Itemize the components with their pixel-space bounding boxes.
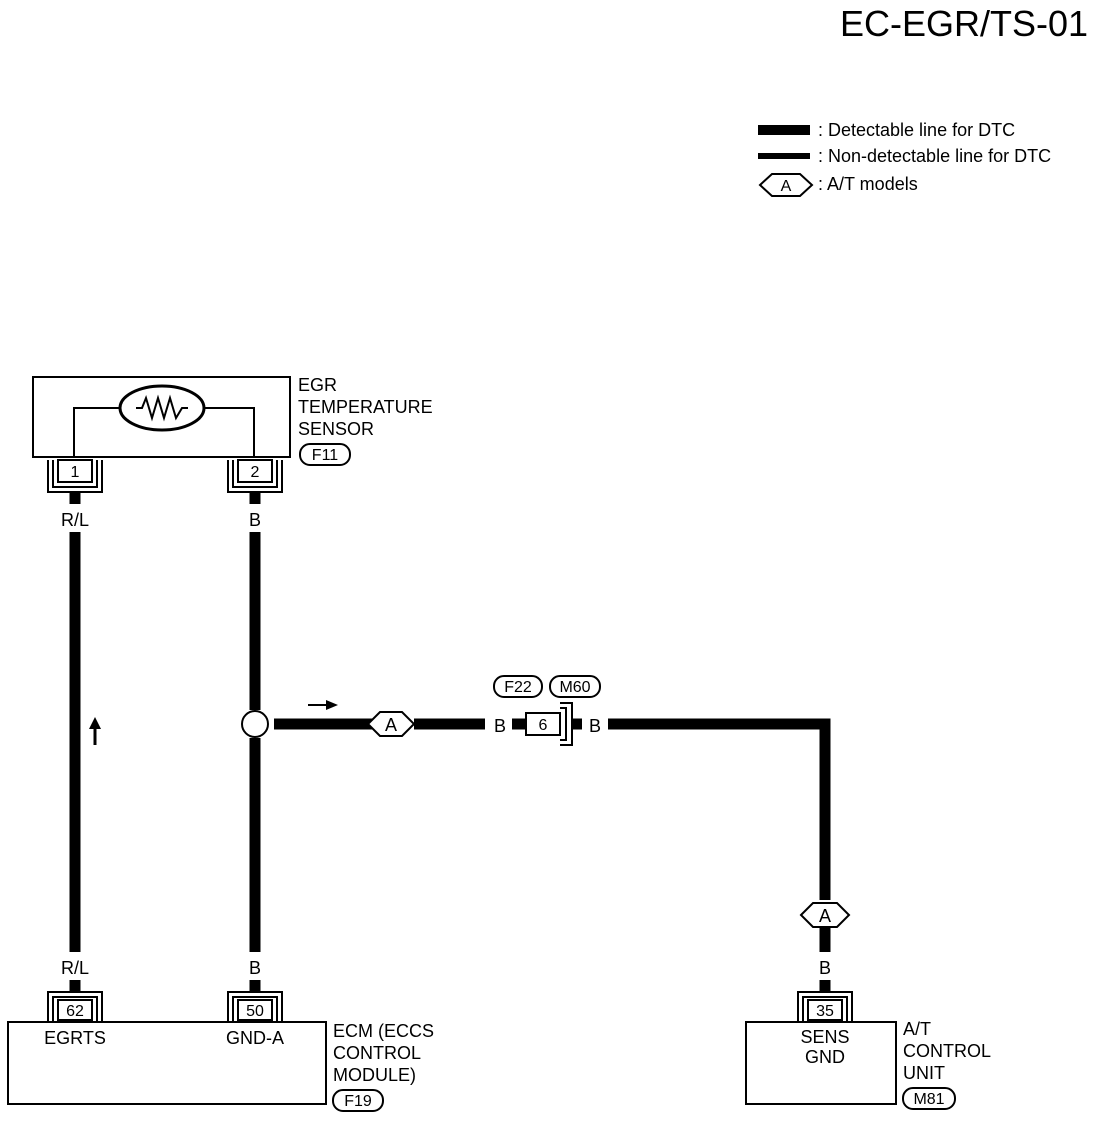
sensor-name-line3: SENSOR	[298, 419, 374, 439]
resistor-zigzag-icon	[136, 394, 188, 422]
ecm-pin50-box	[237, 999, 273, 1021]
ecm-connector-badge	[332, 1089, 384, 1112]
splice-point	[241, 710, 269, 738]
ecm-pin50-bracket-outer	[227, 991, 283, 1022]
at-pin35-bracket-inner	[802, 996, 848, 1022]
ecm-pin62-bracket-inner	[52, 996, 98, 1022]
at-control-unit: 35 SENS GND A/T CONTROL UNIT M81	[745, 991, 991, 1110]
pin1-box	[57, 459, 93, 483]
ecm-terminal-egrts: EGRTS	[44, 1028, 106, 1048]
wiring: R/L B A B F22 M60 6 B A	[61, 492, 851, 992]
at-pin35-box	[807, 999, 843, 1021]
ecm-pin62-box	[57, 999, 93, 1021]
at-unit-name-line2: CONTROL	[903, 1041, 991, 1061]
wire1-color-top: R/L	[61, 510, 89, 530]
branch-color-left: B	[494, 716, 506, 736]
legend-detectable-line	[758, 125, 810, 135]
pin2-box	[237, 459, 273, 483]
sensor-connector-badge	[299, 443, 351, 466]
egr-temperature-sensor: EGR TEMPERATURE SENSOR F11 1 2	[32, 375, 433, 493]
at-marker-unit-letter: A	[819, 906, 831, 926]
at-unit-name-line1: A/T	[903, 1019, 931, 1039]
ecm-module: 62 50 EGRTS GND-A ECM (ECCS CONTROL MODU…	[7, 991, 434, 1112]
ecm-box	[7, 1021, 327, 1105]
ecm-name-line1: ECM (ECCS	[333, 1021, 434, 1041]
sensor-name-line2: TEMPERATURE	[298, 397, 433, 417]
ecm-name-line2: CONTROL	[333, 1043, 421, 1063]
wire1-color-bottom: R/L	[61, 958, 89, 978]
at-unit-name-line3: UNIT	[903, 1063, 945, 1083]
wire2-color-top: B	[249, 510, 261, 530]
pin2-bracket-inner	[232, 460, 278, 488]
at-unit-connector-badge	[902, 1087, 956, 1110]
sensor-name-line1: EGR	[298, 375, 337, 395]
branch-wire-to-at	[608, 718, 831, 900]
page-title: EC-EGR/TS-01	[840, 3, 1088, 44]
current-arrow-right-icon	[326, 700, 338, 710]
sensor-internal-wire-left	[73, 407, 120, 457]
junction-connector-b-badge	[549, 675, 601, 698]
junction-connector-a-badge	[493, 675, 543, 698]
at-wire-color: B	[819, 958, 831, 978]
junction-pin: 6	[539, 717, 548, 734]
pin1-bracket-inner	[52, 460, 98, 488]
at-unit-connector-id: M81	[913, 1091, 944, 1108]
legend-at-symbol-letter: A	[781, 178, 792, 195]
ecm-pin-62: 62	[66, 1003, 84, 1020]
legend-non-detectable-label: : Non-detectable line for DTC	[818, 146, 1051, 166]
ecm-connector-id: F19	[344, 1093, 372, 1110]
sensor-internal-wire-right	[204, 407, 255, 457]
at-terminal-line2: GND	[805, 1047, 845, 1067]
at-marker-unit	[799, 902, 851, 928]
sensor-connector-id: F11	[312, 447, 338, 464]
legend-at-symbol	[758, 173, 814, 197]
junction-connector-b: M60	[559, 679, 590, 696]
ecm-pin62-bracket-outer	[47, 991, 103, 1022]
at-unit-box	[745, 1021, 897, 1105]
signal-arrow-up-icon	[89, 717, 101, 729]
ecm-terminal-gnd-a: GND-A	[226, 1028, 284, 1048]
ecm-pin50-bracket-inner	[232, 996, 278, 1022]
legend-detectable-label: : Detectable line for DTC	[818, 120, 1015, 140]
legend-at-models-label: : A/T models	[818, 174, 918, 194]
junction-pin-box	[525, 712, 561, 736]
wire2-color-bottom: B	[249, 958, 261, 978]
at-pin-35: 35	[816, 1003, 834, 1020]
ecm-name-line3: MODULE)	[333, 1065, 416, 1085]
junction-bracket-inner	[560, 707, 567, 741]
legend-non-detectable-line	[758, 153, 810, 159]
ecm-pin-50: 50	[246, 1003, 264, 1020]
sensor-pin-1: 1	[71, 464, 80, 481]
at-terminal-line1: SENS	[800, 1027, 849, 1047]
legend: : Detectable line for DTC : Non-detectab…	[758, 120, 1051, 197]
sensor-pin-2: 2	[251, 464, 260, 481]
at-marker-branch-letter: A	[385, 715, 397, 735]
at-pin35-bracket-outer	[797, 991, 853, 1022]
junction-connector-a: F22	[504, 679, 532, 696]
branch-color-right: B	[589, 716, 601, 736]
